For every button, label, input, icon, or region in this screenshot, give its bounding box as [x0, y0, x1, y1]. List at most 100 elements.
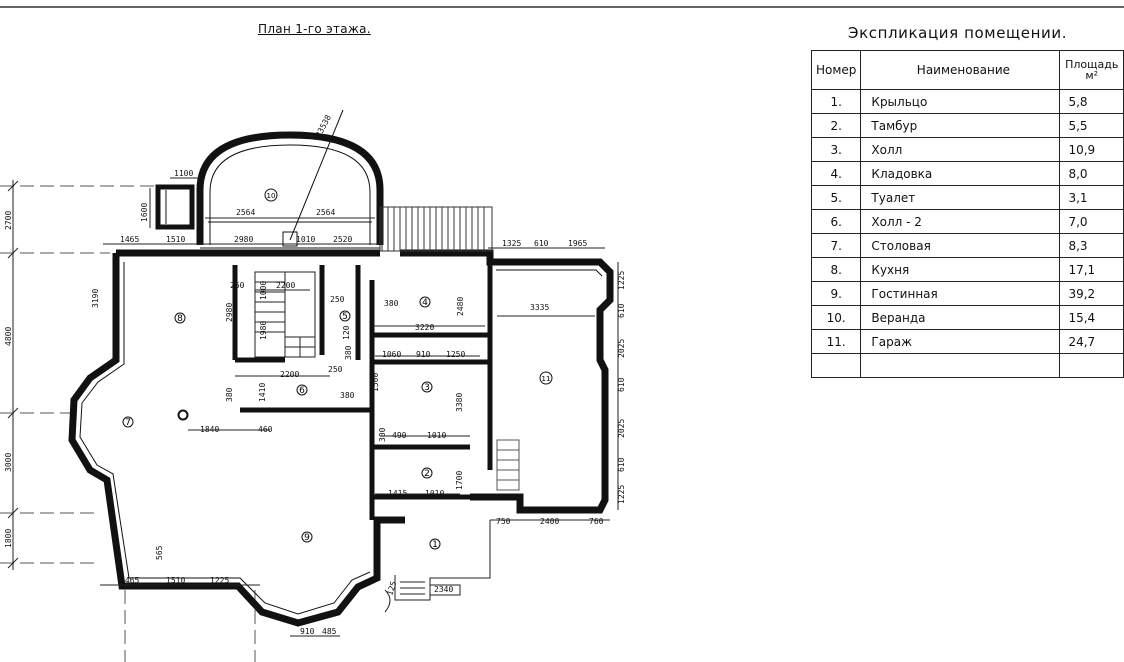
- room-marker-1: 1: [432, 540, 438, 550]
- dim-label: 2340: [434, 585, 453, 594]
- room-markers: 1 2 3 4 5 6 7 8 9 10 11: [122, 188, 553, 550]
- dimension-labels: 1100 1600 2564 2564 R3538 1465 1510 2980…: [4, 113, 626, 636]
- dim-label: 1600: [140, 203, 149, 222]
- dim-label: 2564: [236, 208, 255, 217]
- row-name: Гостинная: [860, 281, 1061, 306]
- dim-label: 3190: [91, 289, 100, 308]
- dim-label: 1500: [371, 373, 380, 392]
- dim-label: 485: [322, 627, 337, 636]
- porch-steps: [384, 520, 491, 613]
- row-number: 11.: [810, 329, 862, 354]
- dim-label: 1980: [259, 321, 268, 340]
- dim-label: 1700: [455, 471, 464, 490]
- dim-label: 4800: [4, 327, 13, 346]
- dim-label: 125: [385, 580, 398, 597]
- dim-label: 1060: [382, 350, 401, 359]
- dim-label: 2700: [4, 211, 13, 230]
- left-dim-line: [7, 180, 19, 570]
- dim-label: 1010: [427, 431, 446, 440]
- outer-walls: [68, 249, 614, 627]
- dim-label: 1415: [388, 489, 407, 498]
- room-marker-9: 9: [304, 533, 310, 543]
- dim-label: 760: [589, 517, 604, 526]
- row-name: [860, 353, 1061, 378]
- dim-label: 1325: [502, 239, 521, 248]
- garage-steps: [496, 439, 520, 491]
- right-stairs: [379, 206, 493, 252]
- dim-label: 1465: [120, 576, 139, 585]
- veranda: [196, 109, 384, 249]
- dim-label: 2480: [456, 297, 465, 316]
- row-name: Крыльцо: [860, 89, 1061, 114]
- row-number: [810, 353, 862, 378]
- dim-label: 2200: [280, 370, 299, 379]
- dim-label: 910: [300, 627, 315, 636]
- dim-label: 2025: [617, 339, 626, 358]
- dim-label: 1510: [166, 235, 185, 244]
- dim-label: 1000: [259, 281, 268, 300]
- row-number: 1.: [810, 89, 862, 114]
- room-marker-4: 4: [422, 298, 428, 308]
- outer-walls-inner: [79, 262, 603, 615]
- dim-label: 565: [155, 545, 164, 560]
- header-number: Номер: [810, 50, 862, 90]
- top-porch-stub: [155, 184, 195, 230]
- dim-label: 1100: [174, 169, 193, 178]
- dimension-lines: [100, 177, 619, 637]
- dim-label: 2564: [316, 208, 335, 217]
- row-number: 10.: [810, 305, 862, 330]
- dim-label: 1840: [200, 425, 219, 434]
- dim-label: 610: [617, 303, 626, 318]
- row-name: Тамбур: [860, 113, 1061, 138]
- room-marker-8: 8: [177, 314, 183, 324]
- dim-label: 3380: [455, 393, 464, 412]
- row-area: 3,1: [1059, 185, 1124, 210]
- dim-label: 380: [344, 345, 353, 360]
- dim-label: 490: [392, 431, 407, 440]
- dim-label: 610: [617, 377, 626, 392]
- dim-label: 380: [225, 387, 234, 402]
- row-number: 3.: [810, 137, 862, 162]
- dim-label: 1965: [568, 239, 587, 248]
- row-area: [1059, 353, 1124, 378]
- room-marker-3: 3: [424, 383, 430, 393]
- row-area: 5,8: [1059, 89, 1124, 114]
- row-name: Кладовка: [860, 161, 1061, 186]
- room-marker-6: 6: [299, 386, 305, 396]
- row-area: 24,7: [1059, 329, 1124, 354]
- dim-label: 2980: [225, 303, 234, 322]
- dim-label: 2025: [617, 419, 626, 438]
- dim-label: 1010: [296, 235, 315, 244]
- dim-label: 250: [230, 281, 245, 290]
- header-area-label: Площадь: [1065, 58, 1119, 71]
- dim-label: 120: [342, 325, 351, 340]
- row-area: 10,9: [1059, 137, 1124, 162]
- plan-title: План 1-го этажа.: [258, 22, 371, 36]
- dim-label: 750: [496, 517, 511, 526]
- dim-label: 610: [617, 457, 626, 472]
- explication-title: Экспликация помещении.: [848, 24, 1068, 42]
- column: [177, 409, 189, 421]
- dim-label: 2200: [276, 281, 295, 290]
- row-name: Туалет: [860, 185, 1061, 210]
- dim-label: 3220: [415, 323, 434, 332]
- dim-label: 380: [340, 391, 355, 400]
- dim-label: 1800: [4, 529, 13, 548]
- dim-label: 3335: [530, 303, 549, 312]
- inner-stairs: [254, 271, 316, 358]
- dim-label: 1250: [446, 350, 465, 359]
- dim-label: 3000: [4, 453, 13, 472]
- dim-label: 250: [330, 295, 345, 304]
- room-marker-7: 7: [125, 418, 131, 428]
- row-area: 5,5: [1059, 113, 1124, 138]
